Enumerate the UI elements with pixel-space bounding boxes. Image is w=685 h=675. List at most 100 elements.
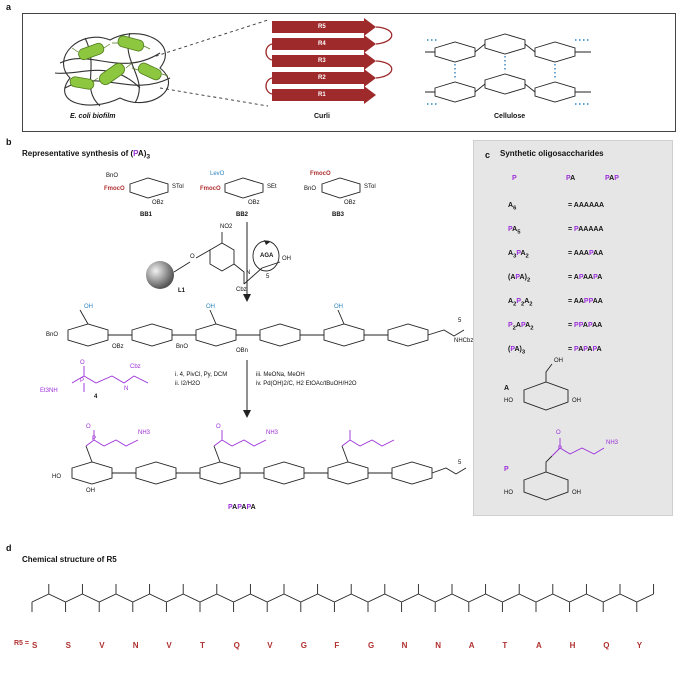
bb2-levo: LevO	[210, 171, 225, 177]
oligo-sequence: = PAAAAA	[568, 226, 604, 233]
reagent-4-label: 4	[94, 394, 98, 400]
oligo-sequence: = APAAPA	[568, 274, 603, 281]
repeat-r1: R1	[318, 92, 326, 98]
residue-letter: V	[267, 641, 273, 650]
reagent-step-i: i. 4, PivCl, Py, DCM	[175, 372, 228, 378]
product-nh3-1: NH3	[138, 430, 151, 436]
product-oh: OH	[86, 488, 95, 494]
reagent-nh: N	[124, 386, 129, 392]
linker-cbz: Cbz	[236, 287, 247, 293]
sequence-label: R5 =	[14, 640, 29, 647]
bb1-bno: BnO	[106, 173, 119, 179]
oligo-name: P2APA2	[508, 322, 534, 332]
oligo-bno-2: BnO	[176, 344, 189, 350]
oligo-n5: 5	[458, 318, 462, 324]
reagent-step-iii: iii. MeONa, MeOH	[256, 372, 305, 378]
repeat-r2: R2	[318, 75, 326, 81]
product-n5: 5	[458, 460, 462, 466]
linker-no2: NO2	[220, 224, 233, 230]
unit-p-oh: OH	[572, 490, 581, 496]
legend-pap: PAP	[605, 175, 619, 182]
residue-letter: Y	[636, 641, 643, 650]
product-p-1: P	[92, 436, 97, 442]
reagent-et3nh: Et3NH	[40, 388, 58, 394]
unit-p-o: O	[556, 430, 561, 436]
oligo-obn: OBn	[236, 348, 249, 354]
cellulose-label: Cellulose	[494, 113, 526, 120]
reagent-o-top: O	[80, 360, 85, 366]
oligo-name: (APA)2	[508, 274, 531, 284]
unit-a-oh: OH	[572, 398, 581, 404]
unit-p-label: P	[504, 466, 509, 473]
bb1-obz: OBz	[152, 200, 164, 206]
repeat-r3: R3	[318, 58, 326, 64]
legend-pa: PA	[566, 175, 576, 182]
reagent-step-ii: ii. I2/H2O	[175, 381, 201, 387]
bb1-fmoc: FmocO	[104, 186, 125, 192]
bb2-fmoc: FmocO	[200, 186, 221, 192]
residue-letter: N	[435, 641, 441, 650]
bb2-set: SEt	[267, 184, 277, 190]
panel-c-letter: c	[485, 150, 491, 160]
product-o-2: O	[216, 424, 221, 430]
unit-p-nh3: NH3	[606, 440, 619, 446]
panel-c-box	[473, 140, 673, 516]
oligo-name: A2P2A2	[508, 298, 533, 308]
biofilm-illustration	[54, 32, 171, 107]
residue-letter: A	[468, 641, 475, 650]
unit-p-p: P	[558, 446, 563, 452]
reagent-p: P	[80, 378, 85, 384]
oligo-sequence: = AAPPAA	[568, 298, 603, 305]
residue-letter: T	[200, 641, 205, 650]
oligo-sequence: = AAAAAA	[568, 202, 605, 209]
oligo-oh-3: OH	[334, 304, 343, 310]
unit-a-oh-top: OH	[554, 358, 563, 364]
oligo-name: PA5	[508, 226, 521, 236]
linker-o: O	[190, 254, 195, 260]
residue-letter: S	[32, 641, 38, 650]
residue-letter: A	[536, 641, 542, 650]
linker-n5: 5	[266, 274, 270, 280]
legend-p: P	[512, 175, 517, 182]
linker-n: N	[246, 270, 251, 276]
oligo-bno-1: BnO	[46, 332, 59, 338]
product-ho: HO	[52, 474, 61, 480]
biofilm-label: E. coli biofilm	[70, 113, 116, 120]
repeat-r5: R5	[318, 24, 326, 30]
unit-a-label: A	[504, 385, 510, 392]
residue-letter: N	[132, 641, 139, 650]
bb2-obz: OBz	[248, 200, 260, 206]
bb2-label: BB2	[236, 212, 249, 218]
zoom-lines	[149, 19, 269, 107]
oligo-oh-2: OH	[206, 304, 215, 310]
bb1-label: BB1	[140, 212, 153, 218]
linker-oh: OH	[282, 256, 291, 262]
panel-b-letter: b	[6, 137, 12, 147]
product-label: PAPAPA	[228, 504, 256, 511]
oligo-sequence: = PPAPAA	[568, 322, 603, 329]
bb3-stol: STol	[364, 184, 376, 190]
residue-letter: Q	[233, 641, 240, 650]
oligo-name: (PA)3	[508, 346, 526, 356]
product-nh3-2: NH3	[266, 430, 279, 436]
reagent-step-iv: iv. Pd(OH)2/C, H2 EtOAc/tBuOH/H2O	[256, 381, 357, 387]
residue-letter: N	[401, 641, 408, 650]
panel-a-letter: a	[6, 2, 12, 12]
bb3-fmoc: FmocO	[310, 171, 331, 177]
panel-d-letter: d	[6, 543, 12, 553]
panel-c-title: Synthetic oligosaccharides	[500, 149, 604, 158]
curli-label: Curli	[314, 113, 330, 120]
panel-d-title: Chemical structure of R5	[22, 555, 117, 564]
oligo-name: A3PA2	[508, 250, 529, 260]
unit-a-ho: HO	[504, 398, 513, 404]
oligo-obz-1: OBz	[112, 344, 124, 350]
oligo-nhcbz: NHCbz	[454, 338, 474, 344]
residue-letter: V	[99, 641, 105, 650]
reagent-cbz: Cbz	[130, 364, 141, 370]
bb3-label: BB3	[332, 212, 345, 218]
